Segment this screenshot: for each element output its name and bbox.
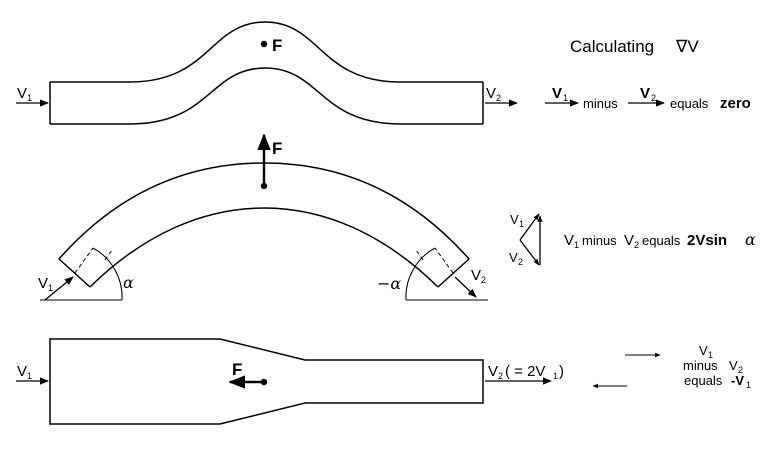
pipe-1-inner-wall [50,67,483,125]
pipe-2-inlet-label: V [38,275,48,292]
pipe-2-vector-triangle [519,213,543,266]
pipe-3-outlet-paren: ( = 2V [505,363,545,380]
eq3-result-sub: 1 [746,380,751,390]
pipe-3-wall [49,338,484,425]
pipe-2-inlet-sub: 1 [48,283,53,293]
pipe-2-alpha-label: α [123,273,134,292]
pipe-2-outlet-arrow [454,276,477,298]
eq3-v1: V [699,343,708,358]
pipe-2-inlet-edge [58,258,91,288]
eq3-v1-sub: 1 [708,350,713,360]
pipe-2-right-dash-1 [434,247,454,274]
eq1-equals: equals [670,96,709,111]
pipe-1-outer-wall [50,21,483,83]
heading-operator: ∇V [675,37,699,56]
vec-v2-sub: 2 [518,257,523,267]
eq1-v1-sub: 1 [563,93,568,103]
pipe-3-equation: V 1 minus V 2 equals -V 1 [683,343,751,390]
vec-v1-arrow [519,213,540,241]
pipe-3 [49,338,484,425]
pipe-1-inlet-sub: 1 [27,93,32,103]
pipe-2-neg-alpha-label: −α [377,274,401,293]
eq1-v2-sub: 2 [651,93,656,103]
eq2-equals: equals [642,233,681,248]
pipe-3-inlet-sub: 1 [27,371,32,381]
eq1-v2: V [640,85,650,102]
eq2-alpha: α [745,230,756,249]
eq3-minus: minus [683,358,718,373]
pipe-1-outlet-sub: 2 [496,93,501,103]
pipe-2-inlet-arrow [44,276,74,301]
pipe-1-force-dot [260,40,268,48]
eq3-v2-sub: 2 [738,365,743,375]
pipe-2-left-dash-1 [74,247,94,274]
eq3-result: -V [731,373,744,388]
pipe-3-outlet-paren-sub: 1 [553,371,558,381]
vec-v2-label: V [509,250,518,265]
pipe-3-outlet-sub: 2 [498,371,503,381]
eq1-minus: minus [583,96,618,111]
pipe-3-outlet-label: V [488,363,498,380]
eq1-v1: V [552,85,562,102]
pipe-2-force-label: F [272,139,282,158]
eq2-result: 2Vsin [687,232,727,249]
eq2-v1: V [564,232,574,249]
eq2-v2: V [624,232,634,249]
pipe-2-right-angle-arc [405,247,436,301]
eq2-minus: minus [582,233,617,248]
pipe-3-force-label: F [232,360,242,379]
vec-v1-sub: 1 [519,219,524,229]
pipe-1-outlet-label: V [486,85,496,102]
pipe-2-inner-wall [89,207,439,288]
pipe-2-equation: V 1 minus V 2 equals 2Vsin α [564,230,756,250]
eq2-v1-sub: 1 [574,240,579,250]
pipe-2-outlet-label: V [471,267,481,284]
pipe-1-inlet-label: V [17,85,27,102]
heading-prefix: Calculating [570,37,654,56]
vec-v2-arrow [519,239,540,266]
eq1-result: zero [720,95,751,112]
pipe-2-outlet-edge [437,258,470,288]
eq3-v2: V [729,358,738,373]
pipe-1-equation: V 1 minus V 2 equals zero [545,85,751,112]
pipe-2-outlet-sub: 2 [481,275,486,285]
pipe-1-force-label: F [272,36,282,55]
pipe-3-outlet-paren-close: ) [559,363,564,380]
pipe-2-left-angle-arc [92,247,123,301]
pipe-1 [49,21,484,125]
eq3-equals: equals [684,373,723,388]
pipe-3-inlet-label: V [17,363,27,380]
eq2-v2-sub: 2 [634,240,639,250]
vec-v1-label: V [510,212,519,227]
